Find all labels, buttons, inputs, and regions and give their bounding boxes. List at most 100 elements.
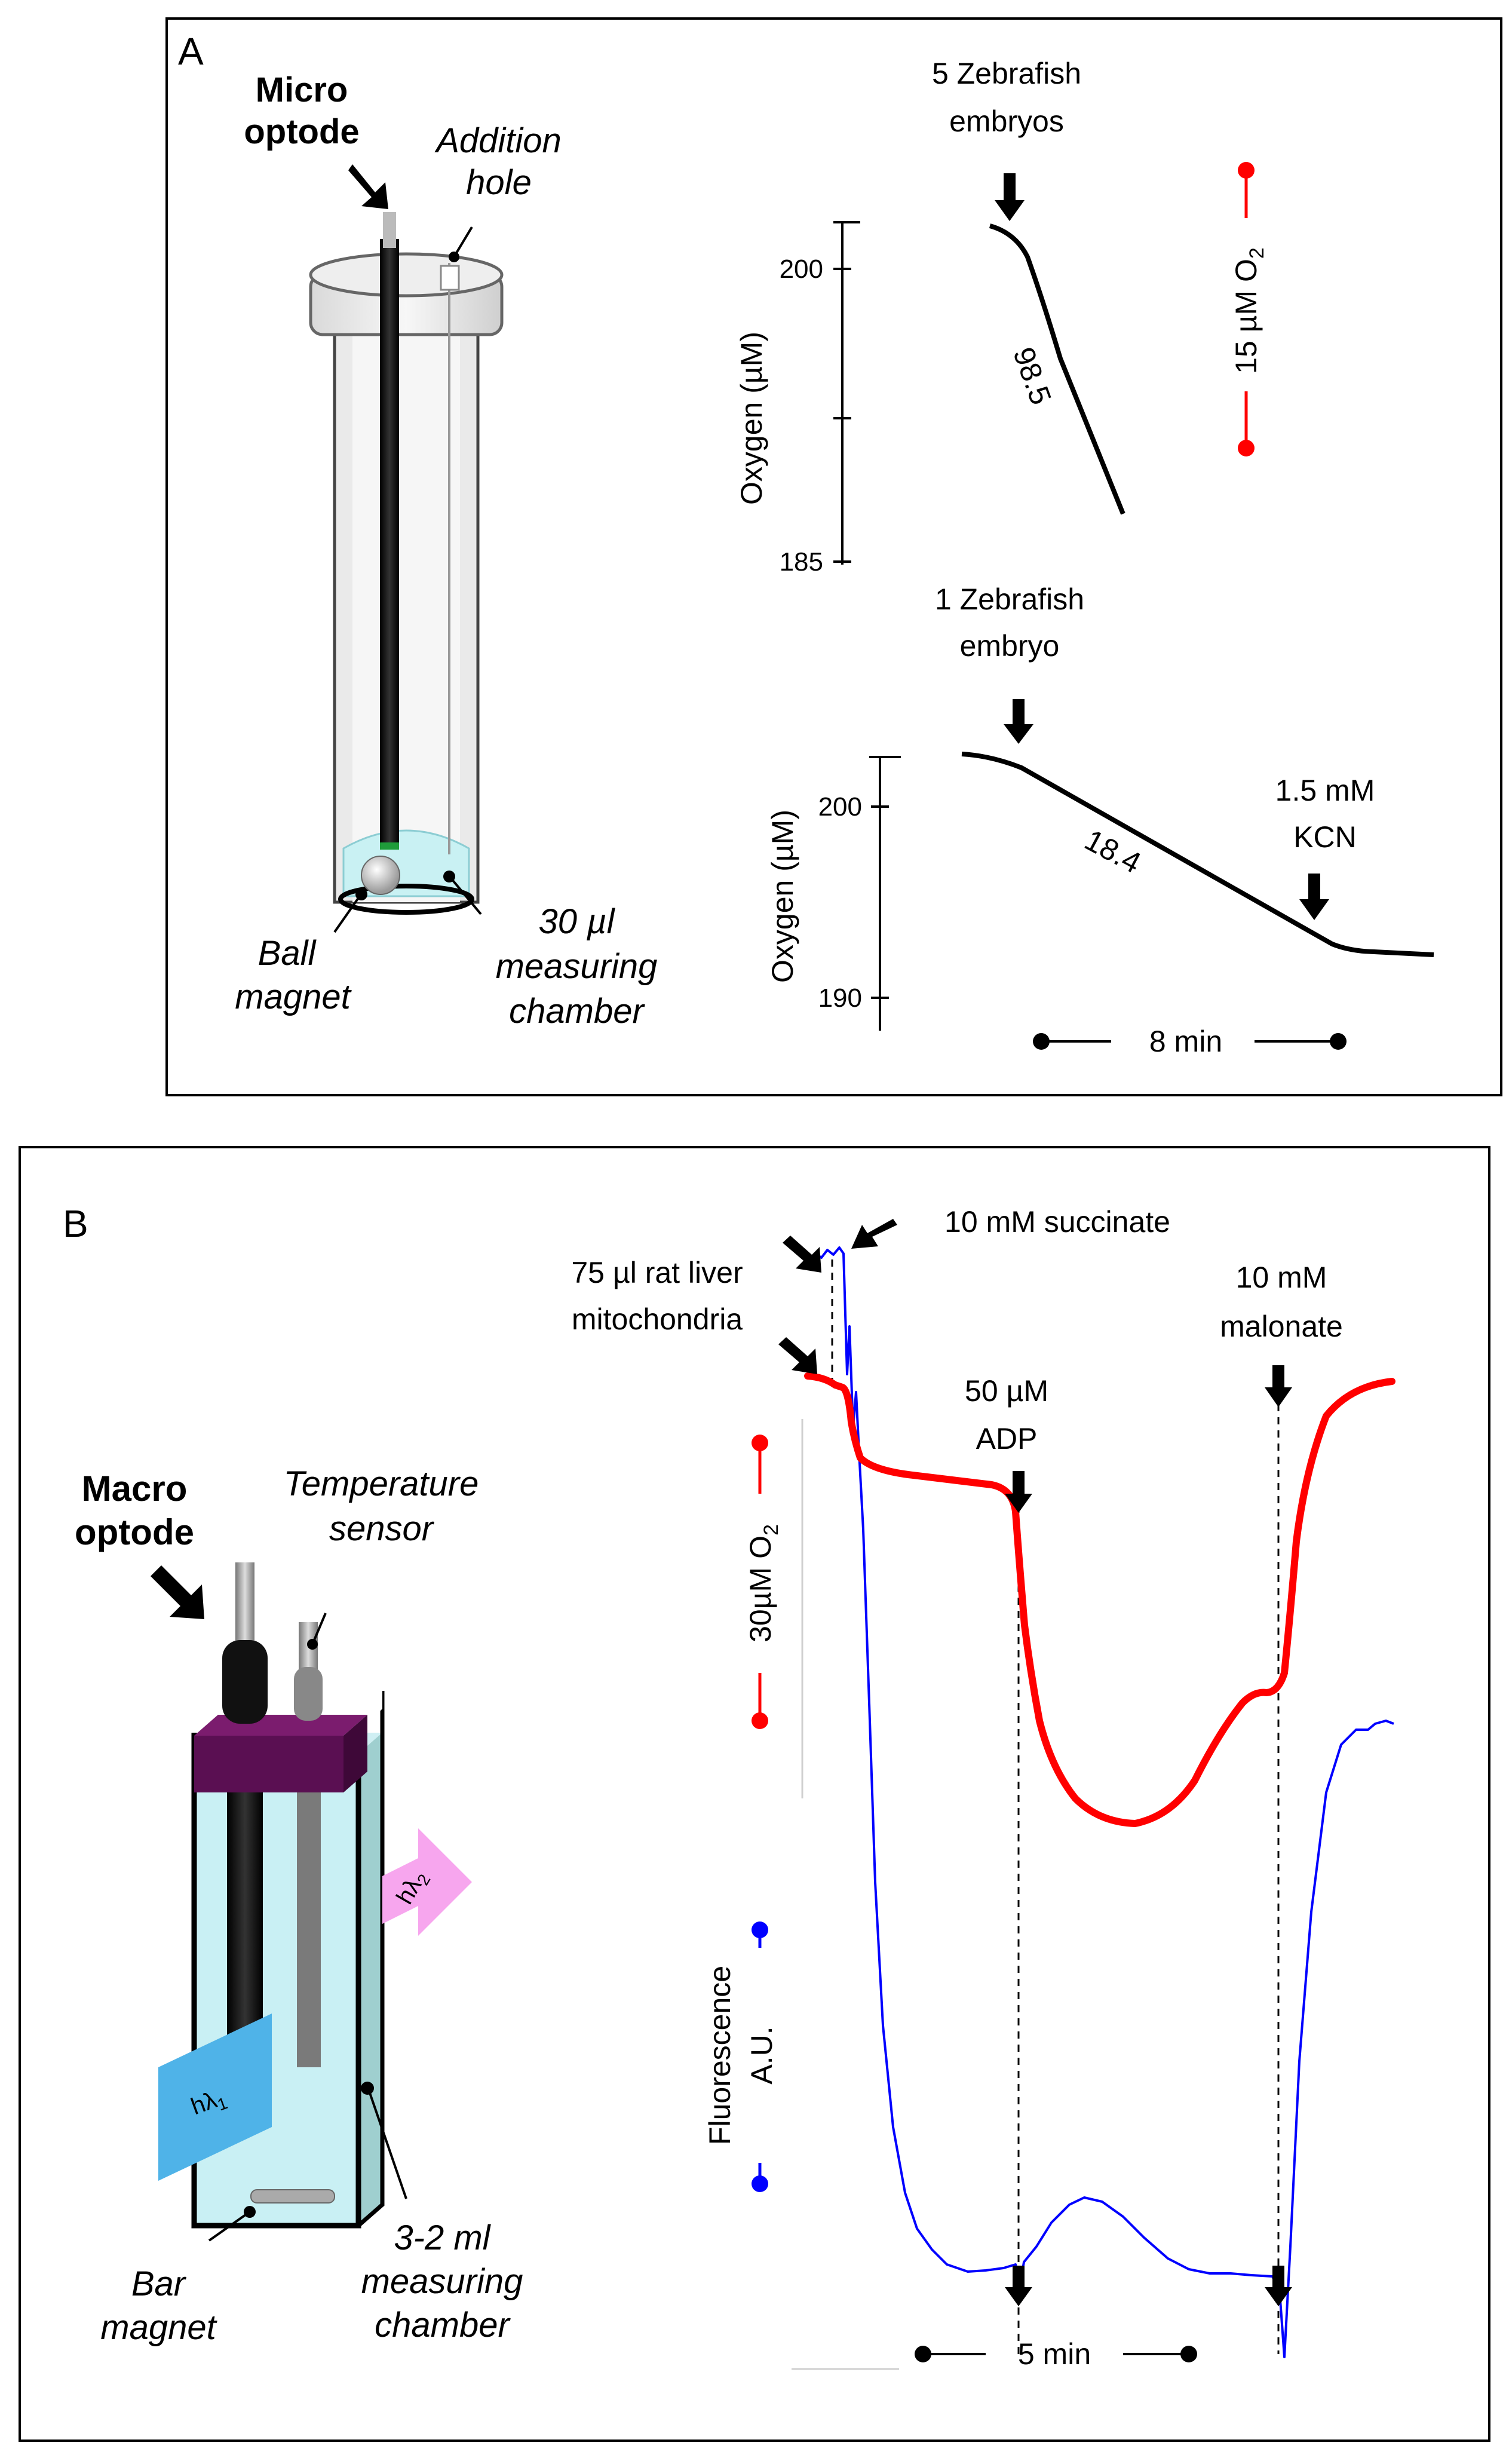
ball-magnet-label-line1: Ball (258, 934, 317, 973)
mito-addition-arrow-upper (783, 1236, 821, 1273)
ball-magnet-dot (355, 888, 367, 900)
micro-vial-cap-top (309, 252, 504, 298)
micro-optode-probe (380, 239, 399, 848)
bar-magnet-label-line2: magnet (100, 2308, 217, 2347)
mitochondria-traces-plot: 10 mM succinate 75 µl rat liver mitochon… (571, 1205, 1395, 2371)
cuvette-liquid-side (358, 1733, 382, 2226)
succinate-label: 10 mM succinate (944, 1205, 1170, 1239)
top-tick-label-200: 200 (780, 255, 823, 284)
fluor-scale-label-line2: A.U. (745, 2026, 778, 2084)
micro-chamber-dot (443, 871, 455, 882)
kcn-label-line1: 1.5 mM (1275, 774, 1375, 807)
ball-magnet-leader (333, 895, 361, 933)
bottom-y-axis-label: Oxygen (µM) (766, 810, 799, 983)
bar-magnet-dot (244, 2206, 256, 2218)
cuvette-side-edges (357, 1691, 385, 2227)
temp-sensor-leader (311, 1613, 327, 1645)
excitation-light-shape (158, 2014, 272, 2181)
addition-hole-label-line1: Addition (434, 121, 562, 160)
fluor-scale-bottom-dot (752, 2175, 768, 2192)
b-time-scale-right-dot (1180, 2346, 1197, 2362)
top-o2-scale-label: 15 µM O2 (1229, 247, 1268, 374)
temp-sensor-label-line1: Temperature (284, 1464, 479, 1503)
top-oxygen-curve (989, 223, 1125, 515)
malonate-addition-arrow (1265, 1365, 1292, 1407)
ball-magnet-shape (361, 856, 400, 895)
a-time-scale-label: 8 min (1149, 1025, 1222, 1058)
micro-vial-base (338, 884, 474, 915)
panel-b-letter: B (63, 1202, 88, 1245)
embryos-addition-arrow (995, 173, 1025, 221)
micro-optode-tip (380, 842, 399, 850)
malonate-label-line2: malonate (1220, 1310, 1343, 1343)
micro-chamber-leader (450, 877, 482, 915)
adp-label-line1: 50 µM (965, 1374, 1048, 1408)
macro-chamber-leader (368, 2091, 407, 2199)
macro-chamber-dot (361, 2082, 374, 2095)
cuvette-cap-top (194, 1715, 367, 1736)
one-embryo-label-line1: 1 Zebrafish (935, 583, 1084, 616)
o2-scale-label: 30µM O2 (744, 1524, 783, 1642)
ball-magnet-label-line2: magnet (235, 977, 352, 1016)
top-tick-label-185: 185 (780, 547, 823, 577)
b-time-scale-label: 5 min (1018, 2337, 1091, 2371)
panel-a: A Micro (165, 17, 1502, 1096)
adp-fluor-marker-arrow (1005, 2266, 1032, 2306)
emission-light-arrow (382, 1828, 472, 1936)
temp-sensor-head (294, 1667, 323, 1721)
bottom-tick-label-190: 190 (818, 983, 862, 1013)
five-embryos-label-line2: embryos (949, 105, 1064, 138)
addition-hole-label-line2: hole (466, 163, 532, 202)
macro-optode-label-line2: optode (75, 1512, 194, 1552)
a-time-scale-left-dot (1033, 1033, 1050, 1050)
top-o2-scale-top-dot (1238, 162, 1255, 179)
o2-scale-bottom-dot (752, 1712, 768, 1729)
cuvette-cap-front (194, 1736, 343, 1792)
macro-cuvette-illustration (151, 1562, 472, 2242)
bottom-oxygen-curve (961, 752, 1434, 957)
mito-addition-arrow-lower (778, 1337, 817, 1374)
micro-optode-label-line1: Micro (256, 71, 348, 109)
adp-label-line2: ADP (976, 1422, 1038, 1455)
panel-b: B (19, 1146, 1490, 2442)
macro-optode-cable (235, 1562, 254, 1646)
addition-hole-plug (440, 265, 460, 291)
bottom-tick-label-200: 200 (818, 792, 862, 822)
o2-scale-top-dot (752, 1435, 768, 1451)
five-embryos-label-line1: 5 Zebrafish (932, 57, 1081, 90)
micro-optode-cable (383, 212, 396, 248)
mito-label-line1: 75 µl rat liver (571, 1256, 743, 1289)
cuvette-cap-side (343, 1715, 367, 1792)
one-embryo-addition-arrow (1004, 699, 1033, 744)
top-o2-scale-label-bg (1228, 218, 1264, 391)
micro-chamber-illustration (309, 164, 504, 933)
macro-optode-label-line1: Macro (82, 1469, 188, 1509)
adp-addition-arrow (1005, 1471, 1032, 1513)
addition-hole-leader (453, 226, 473, 258)
cuvette-front-edges (191, 1733, 361, 2229)
macro-chamber-label-line1: 3-2 ml (394, 2218, 491, 2257)
macro-optode-arrow (151, 1565, 204, 1619)
micro-optode-arrow (348, 164, 388, 209)
macro-chamber-label-line3: chamber (375, 2306, 511, 2345)
micro-optode-label-line2: optode (244, 112, 359, 151)
micro-vial-inner (352, 335, 460, 902)
kcn-label-line2: KCN (1293, 820, 1357, 854)
mito-label-line2: mitochondria (572, 1303, 743, 1336)
fluor-scale-label-line1: Fluorescence (703, 1966, 737, 2145)
bar-magnet-shape (250, 2189, 335, 2203)
bar-magnet-leader (208, 2211, 251, 2242)
micro-chamber-label-line1: 30 µl (539, 902, 616, 941)
top-y-axis-label: Oxygen (µM) (735, 332, 768, 505)
one-embryo-label-line2: embryo (960, 629, 1060, 663)
succinate-addition-arrow (851, 1219, 897, 1249)
malonate-fluor-marker-arrow (1265, 2266, 1292, 2306)
temp-sensor-body (297, 1792, 321, 2067)
top-o2-scale-bottom-dot (1238, 440, 1255, 456)
kcn-addition-arrow (1299, 874, 1329, 920)
bar-magnet-label-line1: Bar (131, 2264, 187, 2303)
bottom-oxygen-trace-plot: 200 190 Oxygen (µM) 1 Zebrafish embryo 1… (766, 583, 1434, 1058)
addition-hole-dot (449, 252, 459, 262)
b-time-scale-left-dot (915, 2346, 931, 2362)
